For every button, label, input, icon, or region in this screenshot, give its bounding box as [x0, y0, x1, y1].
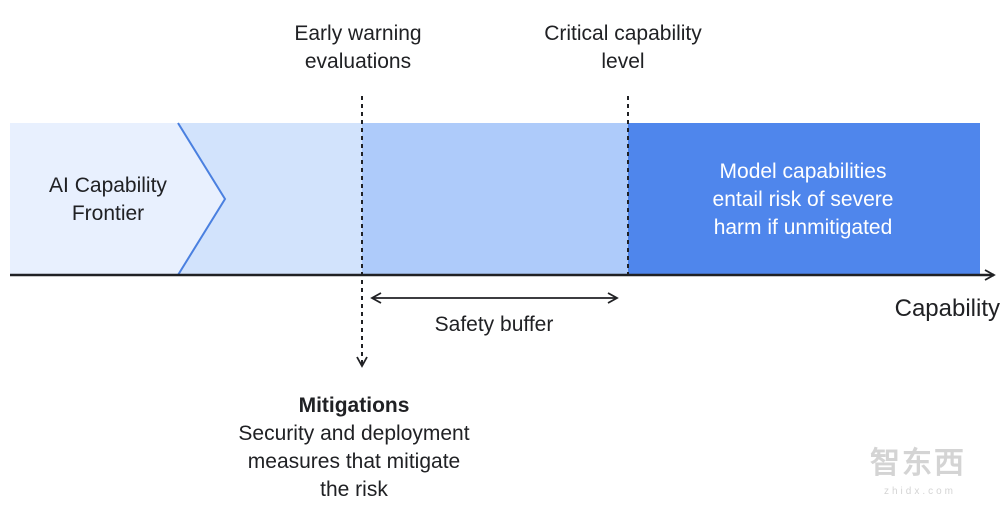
frontier-chevron-edge: [177, 122, 227, 276]
axis-label: Capability: [894, 295, 1000, 322]
band-critical-zone: [628, 123, 980, 275]
band-safety-buffer: [362, 123, 628, 275]
watermark-subtext: zhidx.com: [883, 486, 956, 497]
mitigations-title: Mitigations: [298, 394, 410, 417]
frontier-label: AI Capability Frontier: [49, 174, 167, 225]
watermark-logo: 智东西: [870, 447, 966, 480]
mitigations-description: Security and deployment measures that mi…: [238, 422, 470, 501]
frontier-chevron: [10, 123, 225, 275]
model-capabilities-label: Model capabilities entail risk of severe…: [712, 160, 894, 239]
early-warning-label: Early warning evaluations: [294, 22, 422, 73]
safety-buffer-label: Safety buffer: [434, 313, 554, 336]
critical-capability-label: Critical capability level: [544, 22, 702, 73]
